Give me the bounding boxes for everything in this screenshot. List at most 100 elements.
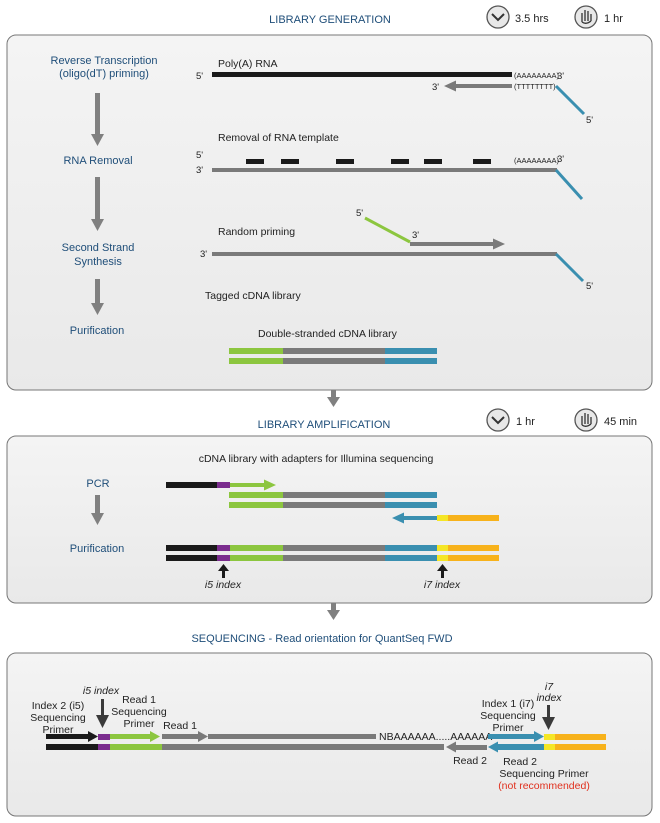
cdna-strand: [212, 252, 557, 256]
i7-index-label: i7: [545, 681, 554, 693]
tagged-library-label: Tagged cDNA library: [205, 290, 301, 302]
three-prime-end: 3': [200, 249, 207, 260]
adapter-tail: [554, 168, 584, 201]
hands-on-time: 1 hr: [604, 13, 623, 25]
total-time-indicator: 3.5 hrs: [486, 5, 549, 29]
index2-primer-label-line2: Sequencing: [30, 712, 86, 724]
read2-label: Read 2: [453, 755, 487, 767]
library-generation-panel: [6, 34, 653, 391]
read1-label: Read 1: [163, 720, 197, 732]
hands-on-time: 45 min: [604, 416, 637, 428]
step-reverse-transcription: Reverse Transcription: [51, 55, 158, 67]
i7-index-pointer: [437, 564, 448, 578]
section-connector-arrow: [327, 390, 340, 407]
cdna-strand: [212, 168, 557, 172]
i5-index-segment: [98, 734, 110, 740]
double-stranded-label: Double-stranded cDNA library: [258, 328, 398, 340]
section2-title: LIBRARY AMPLIFICATION: [258, 419, 391, 431]
chevron-down-icon: [486, 408, 510, 432]
reverse-pcr-primer: [392, 512, 499, 524]
index1-primer-label-line2: Sequencing: [480, 710, 536, 722]
bottom-strand-yellow: [544, 744, 555, 750]
bottom-strand-black: [46, 744, 98, 750]
five-prime-end: 5': [196, 71, 203, 82]
index2-primer-label: Index 2 (i5): [32, 700, 85, 712]
adapter-tail: [554, 252, 585, 283]
read1-primer-label-line2: Sequencing: [111, 706, 167, 718]
hands-on-time-indicator: 1 hr: [574, 5, 623, 29]
bottom-strand-insert: [162, 744, 444, 750]
rna-strand: [212, 72, 512, 77]
step-second-strand: Second Strand: [62, 242, 135, 254]
read1-primer-arrow: [110, 731, 160, 742]
three-prime-end: 3': [432, 82, 439, 93]
amplified-library: [166, 545, 499, 561]
total-time: 3.5 hrs: [515, 13, 549, 25]
five-prime-end: 5': [356, 208, 363, 219]
three-prime-end: 3': [196, 165, 203, 176]
three-prime-end: 3': [557, 71, 564, 82]
hand-icon: [574, 5, 598, 29]
read2-primer-arrow: [488, 741, 544, 753]
step-purification-2: Purification: [70, 543, 124, 555]
total-time: 1 hr: [516, 416, 535, 428]
rna-fragments: [246, 159, 491, 164]
section1-title: LIBRARY GENERATION: [269, 14, 391, 26]
bottom-strand-green: [110, 744, 162, 750]
step-rna-removal: RNA Removal: [63, 155, 132, 167]
step-pcr: PCR: [86, 478, 109, 490]
chevron-down-icon: [486, 5, 510, 29]
i7-index-label-line2: index: [536, 692, 562, 704]
i5-index-pointer: [96, 699, 109, 728]
insert-sequence: NBAAAAAA.....AAAAAA: [379, 731, 492, 743]
polya-rna-label: Poly(A) RNA: [218, 58, 278, 70]
i7-index-label: i7 index: [424, 579, 461, 591]
random-primer: [364, 216, 411, 244]
i5-index-label: i5 index: [83, 685, 120, 697]
step-purification-1: Purification: [70, 325, 124, 337]
three-prime-end: 3': [557, 154, 564, 165]
random-priming-label: Random priming: [218, 226, 295, 238]
polya-tail: (AAAAAAAA): [514, 156, 560, 165]
read2-primer-label-line2: Sequencing Primer: [499, 768, 589, 780]
i5-index-label: i5 index: [205, 579, 242, 591]
bottom-strand-orange: [555, 744, 606, 750]
five-prime-end: 5': [586, 115, 593, 126]
five-prime-end: 5': [586, 281, 593, 292]
read1-arrow: [162, 731, 208, 742]
three-prime-end: 3': [412, 230, 419, 241]
not-recommended-note: (not recommended): [498, 780, 590, 792]
adapter-tail: [554, 84, 586, 116]
hands-on-time-indicator: 45 min: [574, 408, 637, 432]
index1-primer-label-line3: Primer: [493, 722, 524, 734]
forward-pcr-primer: [166, 479, 276, 491]
step-second-strand-line2: Synthesis: [74, 256, 122, 268]
insert-top-strand: [208, 734, 376, 739]
read1-primer-label-line3: Primer: [124, 718, 155, 730]
second-strand-arrow: [410, 238, 505, 250]
i7-index-segment: [544, 734, 555, 740]
section3-title: SEQUENCING - Read orientation for QuantS…: [191, 633, 452, 645]
bottom-strand-purple: [98, 744, 110, 750]
double-stranded-library: [229, 348, 437, 364]
total-time-indicator: 1 hr: [486, 408, 535, 432]
flow-arrow: [91, 93, 104, 146]
index1-primer-label: Index 1 (i7): [482, 698, 535, 710]
flow-arrow: [91, 495, 104, 525]
read2-primer-label: Read 2: [503, 756, 537, 768]
removal-label: Removal of RNA template: [218, 132, 339, 144]
hand-icon: [574, 408, 598, 432]
adapters-label: cDNA library with adapters for Illumina …: [199, 453, 434, 465]
index1-primer-arrow: [488, 731, 544, 742]
polya-tail: (AAAAAAAA): [514, 71, 560, 80]
p7-adapter-segment: [555, 734, 606, 740]
index2-primer-label-line3: Primer: [43, 724, 74, 736]
i5-index-pointer: [218, 564, 229, 578]
library-amplification-panel: [6, 435, 653, 604]
read1-primer-label: Read 1: [122, 694, 156, 706]
index2-primer-arrow: [46, 731, 98, 742]
five-prime-end: 5': [196, 150, 203, 161]
polyt-primer: (TTTTTTTT): [514, 82, 556, 91]
step-reverse-transcription-detail: (oligo(dT) priming): [59, 68, 149, 80]
